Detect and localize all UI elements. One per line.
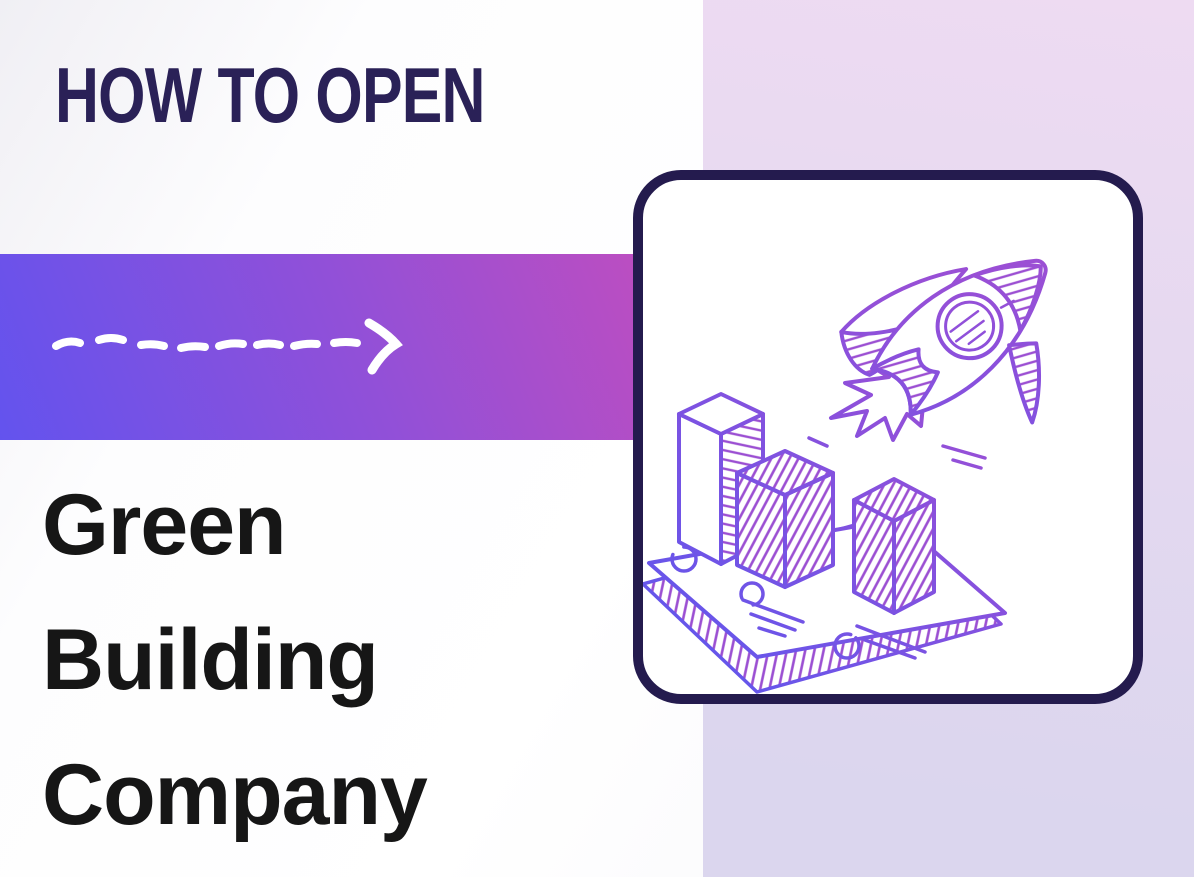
platform-circles	[670, 545, 861, 660]
porthole-inner	[944, 300, 996, 352]
illustration-card	[633, 170, 1143, 704]
medium-bar	[735, 449, 835, 589]
headline-line-2: Building	[42, 612, 379, 708]
headline-line-1: Green	[42, 477, 287, 573]
headline-line-3: Company	[42, 747, 428, 843]
headline: Green Building Company	[42, 458, 682, 863]
rocket-tail-band	[870, 347, 940, 417]
gradient-band	[0, 254, 640, 440]
dashed-arrow-icon	[52, 318, 403, 375]
rocket-growth-illustration	[643, 258, 1048, 694]
rocket	[839, 258, 1048, 425]
rocket-nose-cone	[972, 263, 1043, 333]
small-bar	[852, 477, 936, 615]
kicker-title: HOW TO OPEN	[55, 51, 485, 139]
rocket-lower-fin	[1007, 341, 1041, 425]
rocket-trail-dashes	[807, 436, 987, 470]
